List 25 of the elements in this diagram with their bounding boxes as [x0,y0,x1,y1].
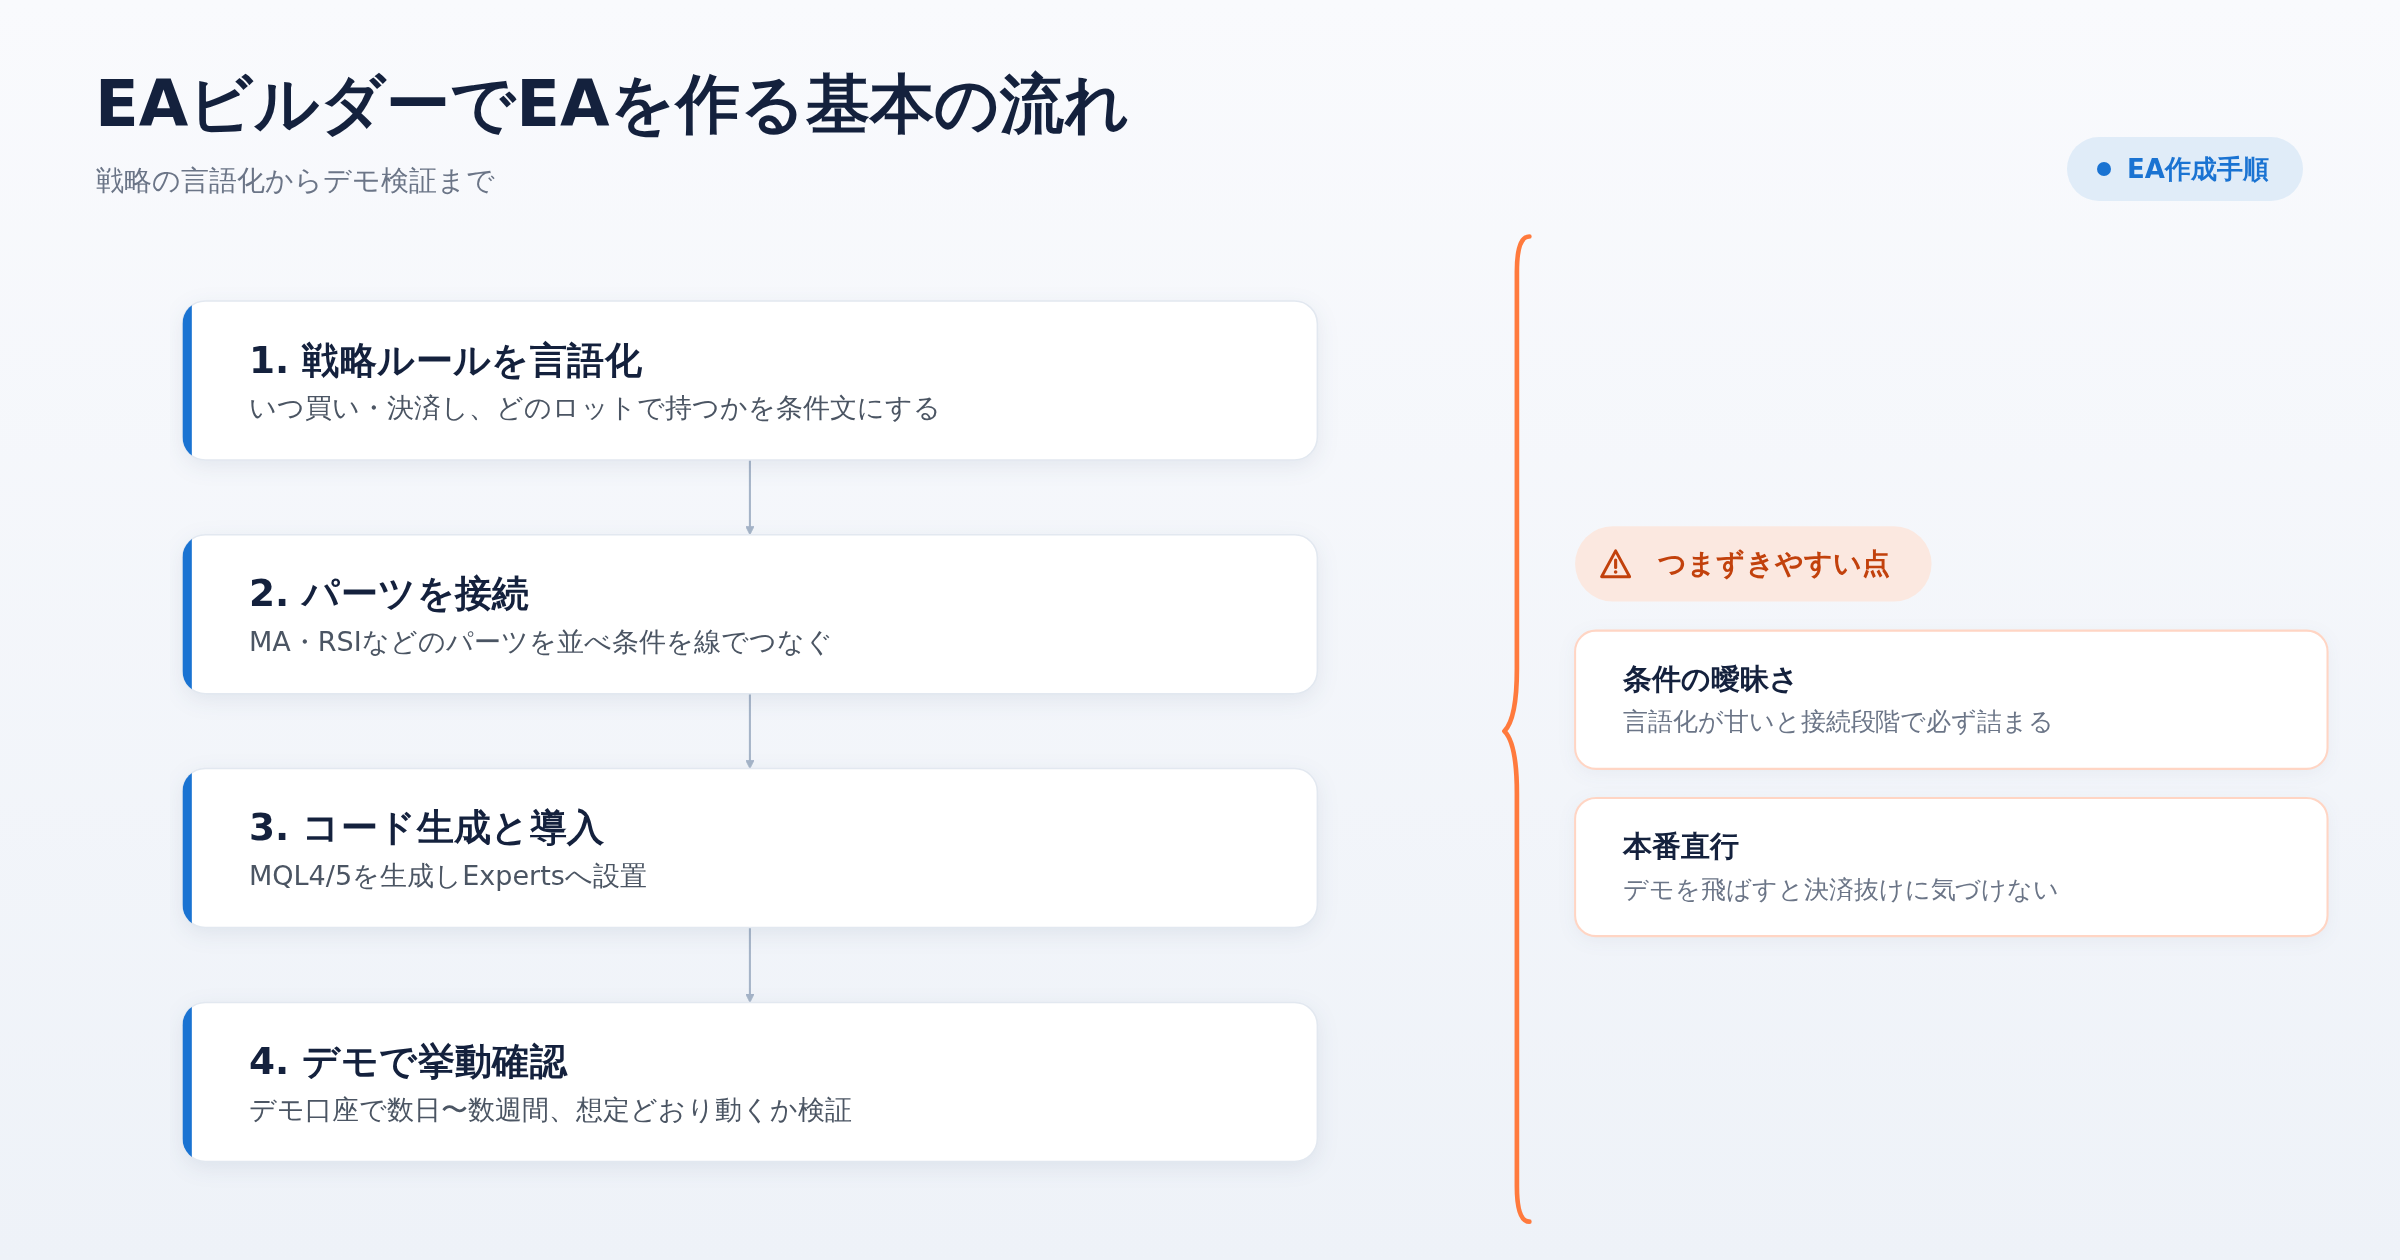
subtitle: 戦略の言語化からデモ検証まで [96,163,495,199]
warning-card [1574,797,2329,938]
step-title: 2. パーツを接続 [249,572,530,616]
arrow [745,460,755,536]
warning-title: 条件の曖昧さ [1622,662,1800,697]
step-card [181,1002,1319,1163]
tag-text: つまずきやすい点 [1658,547,1890,580]
step-description: いつ買い・決済し、どのロットで持つかを条件文にする [249,392,942,424]
title: EAビルダーでEAを作る基本の流れ [95,66,1130,143]
arrow [745,694,755,770]
step-card [181,768,1319,929]
step-title: 4. デモで挙動確認 [249,1040,568,1083]
warning-card [1574,630,2329,771]
warning-title: 本番直行 [1622,829,1740,864]
warning-description: 言語化が甘いと接続段階で必ず詰まる [1622,707,2055,738]
tag-text: EA作成手順 [2127,152,2269,186]
step-title: 3. コード生成と導入 [249,806,605,849]
step-title: 1. 戦略ルールを言語化 [249,338,643,382]
step-description: MA・RSIなどのパーツを並べ条件を線でつなぐ [249,626,834,658]
step-description: デモ口座で数日〜数週間、想定どおり動くか検証 [249,1094,852,1126]
arrow [745,928,755,1004]
step-card [181,534,1319,695]
step-card [181,300,1319,462]
warning-description: デモを飛ばすと決済抜けに気づけない [1622,875,2060,905]
step-description: MQL4/5を生成しExpertsへ設置 [249,860,647,892]
